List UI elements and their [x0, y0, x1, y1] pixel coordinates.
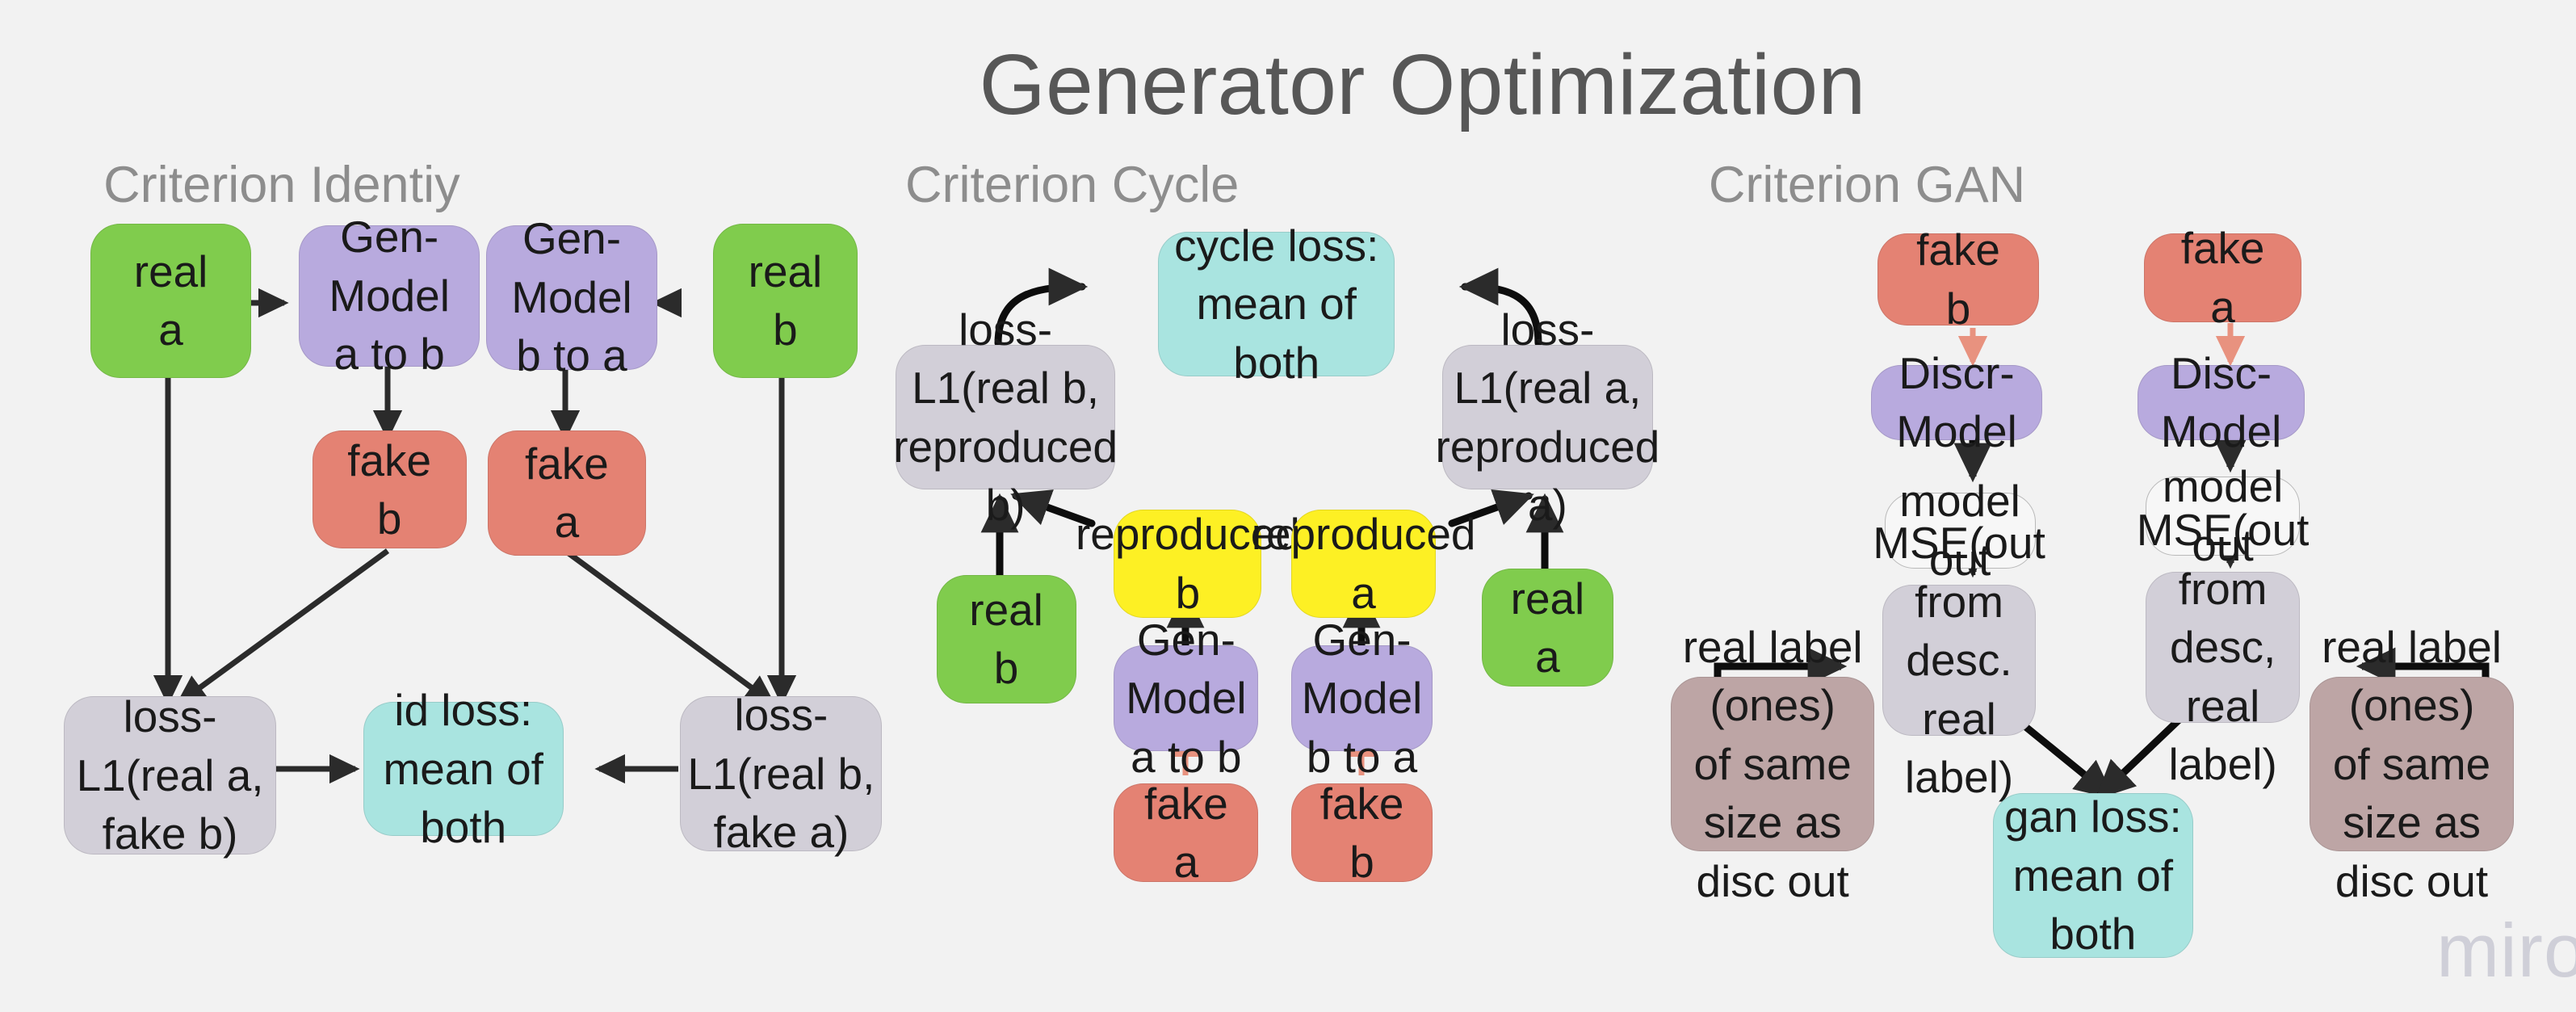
node-identity-real-b[interactable]: real b: [712, 223, 858, 378]
node-cycle-gen-a-to-b[interactable]: Gen-Model a to b: [1114, 615, 1259, 782]
node-gan-mse-left[interactable]: MSE(out from desc. real label): [1873, 518, 2045, 802]
node-identity-fake-a[interactable]: fake a: [488, 430, 646, 556]
node-gan-discr-model[interactable]: Discr- Model: [1871, 348, 2042, 456]
node-cycle-reproduced-a[interactable]: reproduced a: [1251, 509, 1476, 618]
node-identity-fake-b[interactable]: fake b: [312, 430, 467, 549]
page-title: Generator Optimization: [979, 36, 1866, 132]
node-cycle-cycle-loss[interactable]: cycle loss: mean of both: [1158, 220, 1395, 388]
node-cycle-fake-a[interactable]: fake a: [1114, 779, 1259, 887]
node-cycle-reproduced-b[interactable]: reproduced b: [1076, 509, 1300, 618]
node-cycle-fake-b[interactable]: fake b: [1291, 779, 1433, 887]
node-gan-disc-model[interactable]: Disc-Model: [2137, 348, 2305, 456]
miro-watermark: miro: [2436, 907, 2576, 993]
node-identity-id-loss[interactable]: id loss: mean of both: [363, 685, 564, 852]
node-cycle-real-a[interactable]: real a: [1482, 568, 1613, 687]
section-label-cycle: Criterion Cycle: [904, 157, 1240, 214]
node-identity-loss-a-fake-b[interactable]: loss-L1(real a, fake b): [64, 691, 276, 859]
node-gan-mse-right[interactable]: MSE(out from desc, real label): [2137, 505, 2310, 789]
node-cycle-gen-b-to-a[interactable]: Gen-Model b to a: [1291, 615, 1433, 782]
section-label-identity: Criterion Identiy: [103, 157, 460, 214]
node-gan-fake-a[interactable]: fake a: [2143, 223, 2302, 332]
node-cycle-loss-b[interactable]: loss-L1(real b, reproduced b): [893, 304, 1118, 531]
node-gan-fake-b[interactable]: fake b: [1877, 225, 2039, 334]
node-cycle-real-b[interactable]: real b: [936, 574, 1076, 703]
node-identity-loss-b-fake-a[interactable]: loss-L1(real b, fake a): [680, 690, 883, 857]
node-identity-real-a[interactable]: real a: [90, 223, 252, 378]
node-identity-gen-b-to-a[interactable]: Gen-Model b to a: [486, 213, 657, 380]
node-gan-real-label-right[interactable]: real label (ones) of same size as disc o…: [2310, 622, 2514, 906]
node-cycle-loss-a[interactable]: loss-L1(real a, reproduced a): [1435, 304, 1660, 531]
section-label-gan: Criterion GAN: [1708, 157, 2026, 214]
node-identity-gen-a-to-b[interactable]: Gen-Model a to b: [299, 212, 480, 379]
node-gan-gan-loss[interactable]: gan loss: mean of both: [1992, 792, 2193, 959]
node-gan-real-label-left[interactable]: real label (ones) of same size as disc o…: [1671, 622, 1875, 906]
